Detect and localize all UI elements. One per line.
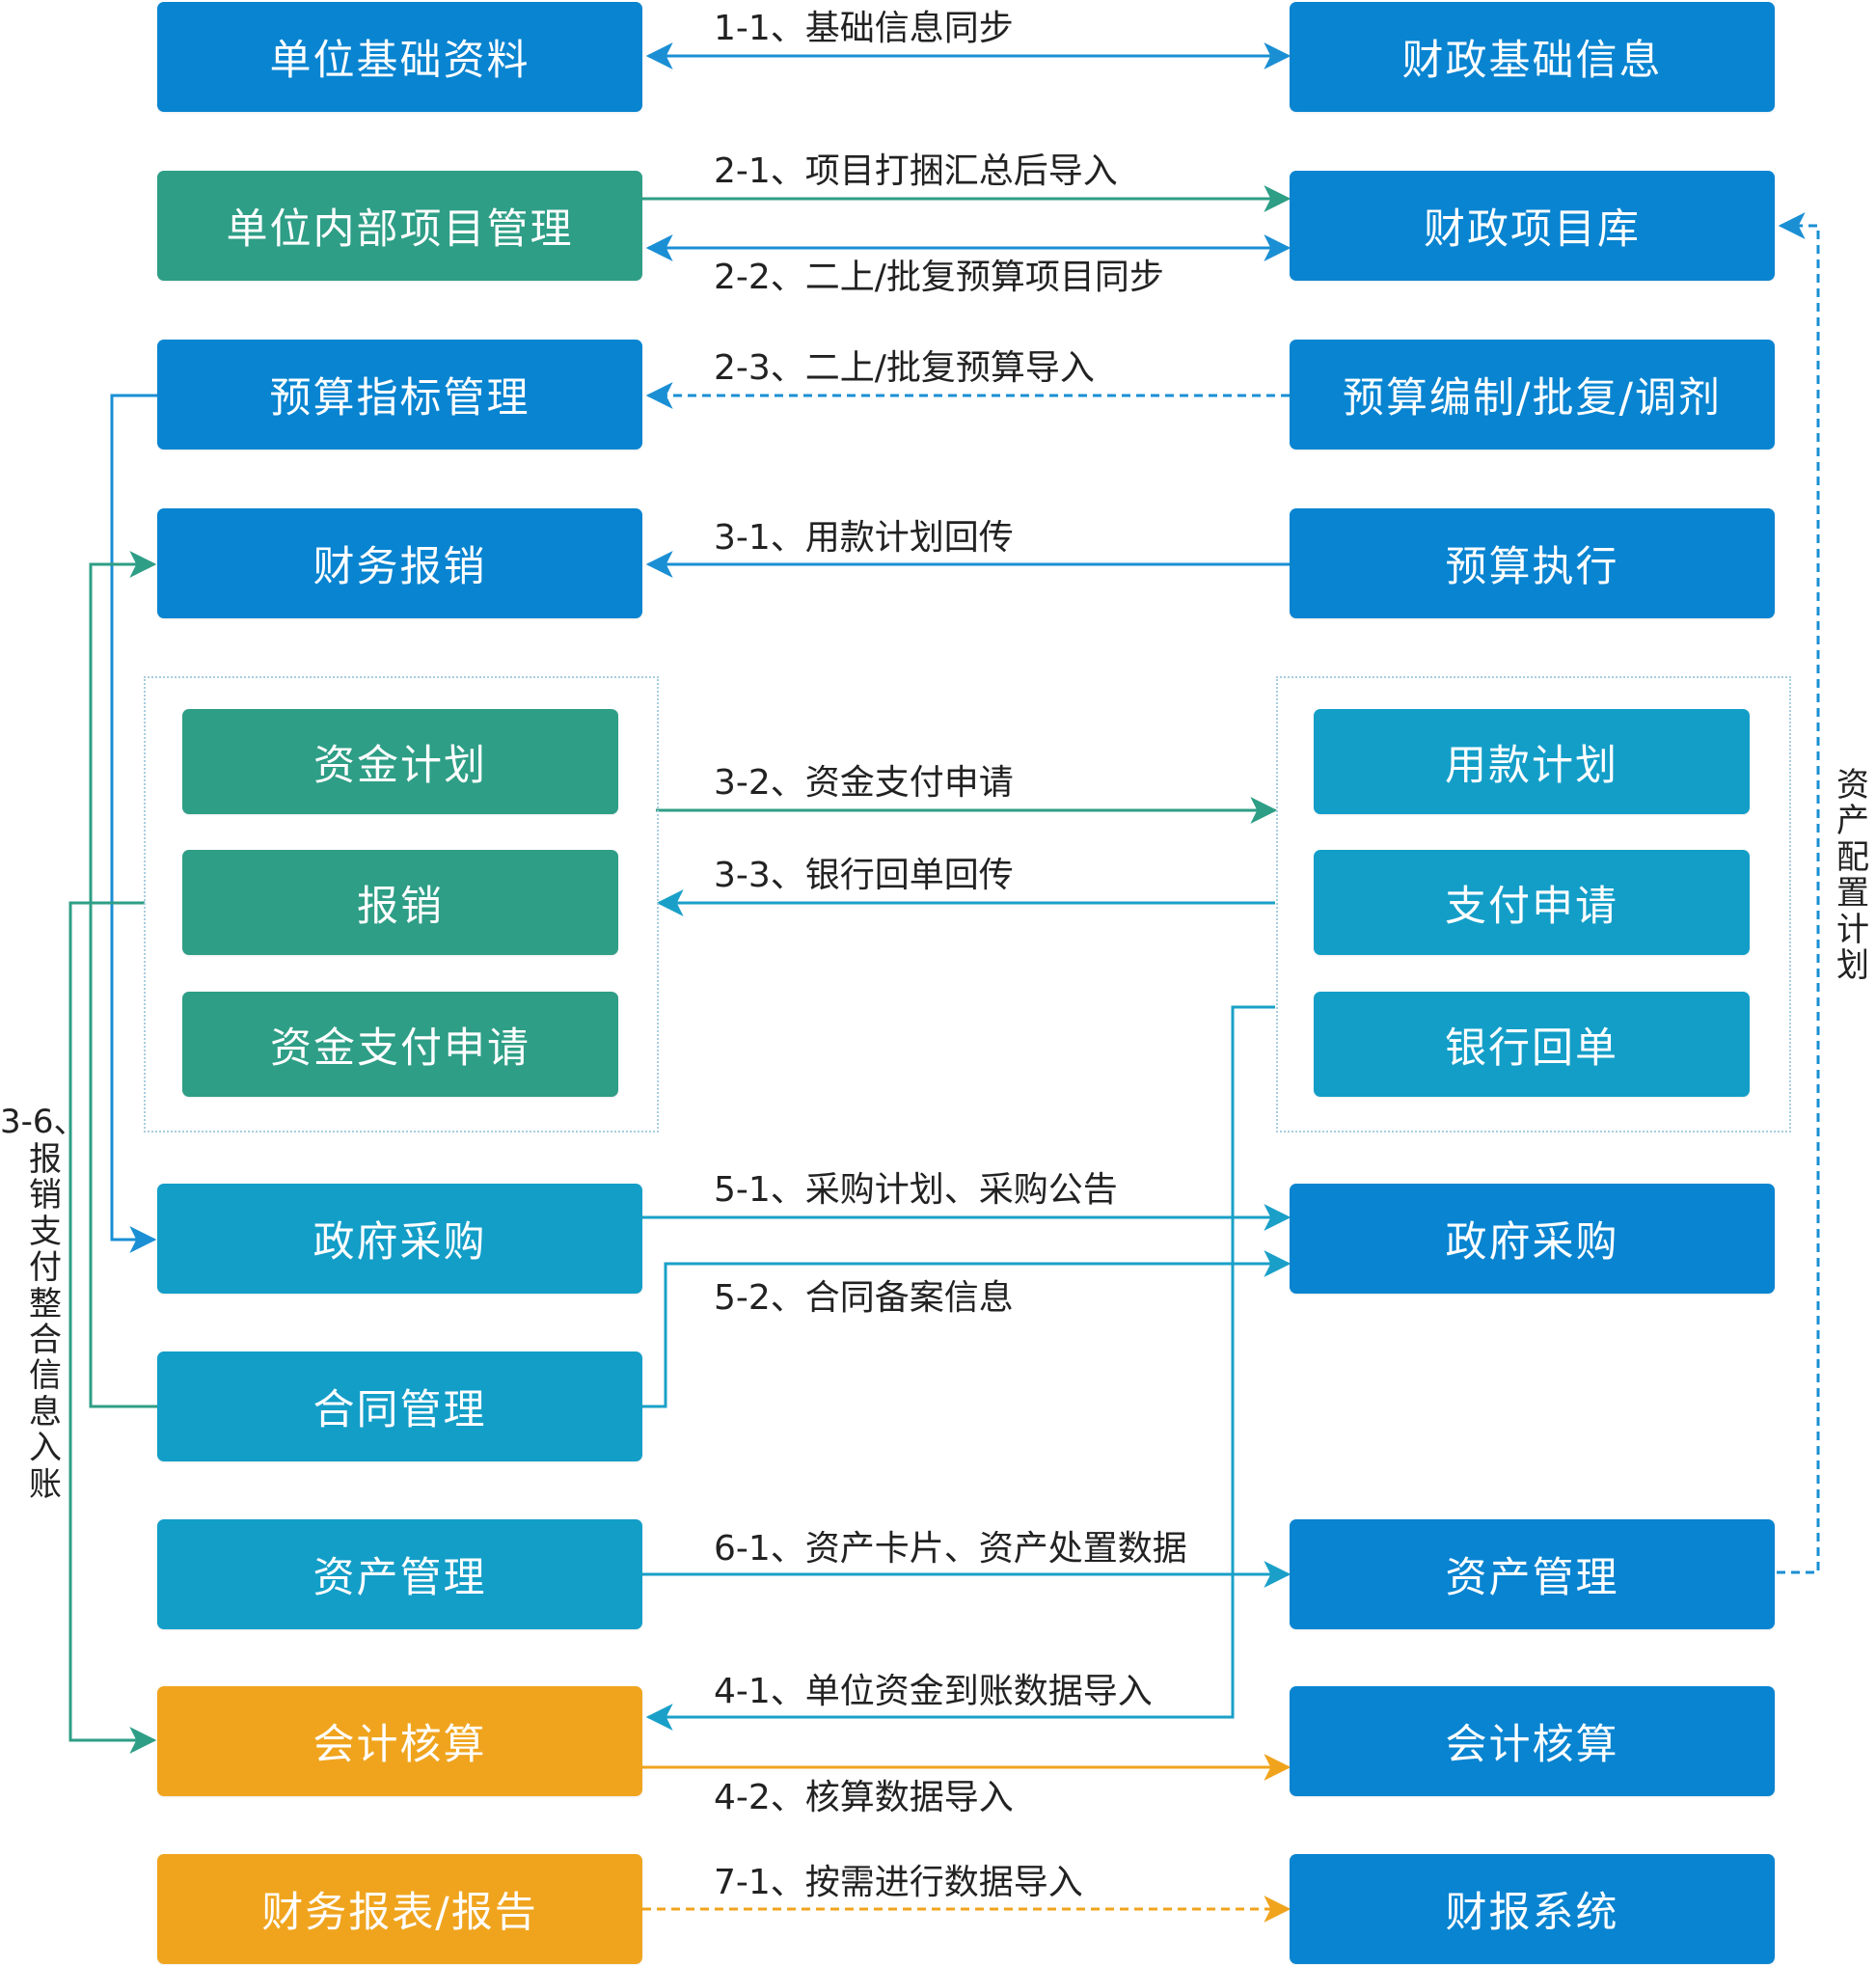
box-asset-mgmt-right[interactable]: 资产管理: [1290, 1519, 1775, 1629]
flow-4-2-label: 4-2、核算数据导入: [714, 1778, 1014, 1817]
flow-2-1-label: 2-1、项目打捆汇总后导入: [714, 151, 1118, 191]
box-label: 银行回单: [1445, 1023, 1618, 1073]
flow-5-2-arrow: [642, 1250, 1291, 1408]
box-unit-project-mgmt[interactable]: 单位内部项目管理: [157, 171, 642, 281]
vchar: 销: [29, 1176, 62, 1215]
box-label: 财务报表/报告: [261, 1889, 538, 1937]
box-label: 报销: [357, 882, 444, 931]
flow-2-3-label: 2-3、二上/批复预算导入: [714, 348, 1095, 388]
vchar: 支: [29, 1212, 62, 1251]
box-label: 预算指标管理: [269, 374, 530, 423]
box-label: 会计核算: [1445, 1721, 1619, 1769]
box-label: 预算编制/批复/调剂: [1343, 374, 1722, 423]
box-gov-procure-right[interactable]: 政府采购: [1290, 1184, 1775, 1294]
box-accounting-right[interactable]: 会计核算: [1290, 1686, 1775, 1796]
vchar: 产: [1836, 802, 1869, 841]
box-label: 会计核算: [313, 1721, 487, 1769]
box-label: 资产管理: [1445, 1554, 1619, 1602]
vchar: 计: [1836, 910, 1869, 949]
box-fin-report[interactable]: 财务报表/报告: [157, 1854, 642, 1964]
box-label: 财政项目库: [1424, 205, 1641, 254]
box-asset-mgmt-left[interactable]: 资产管理: [157, 1519, 642, 1629]
left-group-container: [144, 676, 659, 1133]
box-label: 预算执行: [1445, 543, 1619, 591]
box-label: 政府采购: [313, 1218, 487, 1267]
box-label: 资金计划: [313, 741, 487, 790]
flow-3-1-label: 3-1、用款计划回传: [714, 518, 1014, 558]
box-label: 合同管理: [313, 1386, 487, 1434]
vchar: 报: [29, 1140, 62, 1179]
box-label: 政府采购: [1445, 1218, 1619, 1267]
vchar: 资: [1836, 766, 1869, 805]
box-bank-receipt[interactable]: 银行回单: [1314, 992, 1750, 1097]
box-budget-compile[interactable]: 预算编制/批复/调剂: [1290, 340, 1775, 450]
flow-3-6-number: 3-6、: [0, 1103, 87, 1141]
vchar: 入: [29, 1429, 62, 1468]
box-finance-reimburse[interactable]: 财务报销: [157, 508, 642, 618]
flow-3-6-arrow: [68, 901, 157, 1754]
box-fin-report-sys[interactable]: 财报系统: [1290, 1854, 1775, 1964]
box-label: 财政基础信息: [1401, 37, 1663, 85]
box-label: 用款计划: [1445, 741, 1618, 790]
right-group-container: [1276, 676, 1791, 1133]
flow-4-1-label: 4-1、单位资金到账数据导入: [714, 1672, 1153, 1711]
flow-5-2-label: 5-2、合同备案信息: [714, 1278, 1014, 1318]
box-gov-procure-left[interactable]: 政府采购: [157, 1184, 642, 1294]
flow-6-1-label: 6-1、资产卡片、资产处置数据: [714, 1529, 1187, 1569]
vchar: 整: [29, 1284, 62, 1324]
box-budget-exec[interactable]: 预算执行: [1290, 508, 1775, 618]
box-fund-pay-apply[interactable]: 资金支付申请: [182, 992, 618, 1097]
box-fiscal-project-lib[interactable]: 财政项目库: [1290, 171, 1775, 281]
box-label: 财务报销: [313, 543, 487, 591]
flow-1-1-label: 1-1、基础信息同步: [714, 9, 1014, 48]
box-accounting-left[interactable]: 会计核算: [157, 1686, 642, 1796]
box-use-plan[interactable]: 用款计划: [1314, 709, 1750, 814]
box-label: 单位内部项目管理: [226, 205, 574, 254]
flow-3-6-vertical-label: 报 销 支 付 整 合 信 息 入 账: [23, 1140, 68, 1504]
budget-to-procure-arrow: [110, 394, 157, 1253]
box-label: 单位基础资料: [269, 37, 530, 85]
box-budget-index-mgmt[interactable]: 预算指标管理: [157, 340, 642, 450]
vchar: 息: [29, 1392, 62, 1432]
vchar: 付: [29, 1248, 62, 1288]
box-contract-mgmt[interactable]: 合同管理: [157, 1351, 642, 1461]
box-reimburse[interactable]: 报销: [182, 850, 618, 955]
flow-5-1-label: 5-1、采购计划、采购公告: [714, 1170, 1118, 1210]
box-fund-plan[interactable]: 资金计划: [182, 709, 618, 814]
box-label: 财报系统: [1445, 1889, 1619, 1937]
flow-3-2-label: 3-2、资金支付申请: [714, 763, 1014, 803]
vchar: 信: [29, 1356, 62, 1396]
asset-plan-arrow: [1777, 212, 1820, 1574]
box-fiscal-basic-info[interactable]: 财政基础信息: [1290, 2, 1775, 112]
flow-4-1-arrow: [645, 1005, 1275, 1731]
contract-to-reimburse-arrow: [89, 551, 157, 1408]
box-label: 资产管理: [313, 1554, 487, 1602]
vchar: 配: [1836, 837, 1869, 877]
flow-2-2-label: 2-2、二上/批复预算项目同步: [714, 258, 1164, 297]
flow-7-1-label: 7-1、按需进行数据导入: [714, 1863, 1083, 1902]
vchar: 账: [29, 1464, 62, 1504]
vchar: 划: [1836, 945, 1869, 985]
asset-plan-vertical-label: 资 产 配 置 计 划: [1831, 766, 1875, 985]
vchar: 合: [29, 1320, 62, 1359]
vchar: 置: [1836, 874, 1869, 914]
flow-3-3-label: 3-3、银行回单回传: [714, 856, 1014, 895]
box-label: 支付申请: [1445, 882, 1618, 931]
box-label: 资金支付申请: [270, 1023, 530, 1073]
box-unit-basic-info[interactable]: 单位基础资料: [157, 2, 642, 112]
box-pay-apply[interactable]: 支付申请: [1314, 850, 1750, 955]
